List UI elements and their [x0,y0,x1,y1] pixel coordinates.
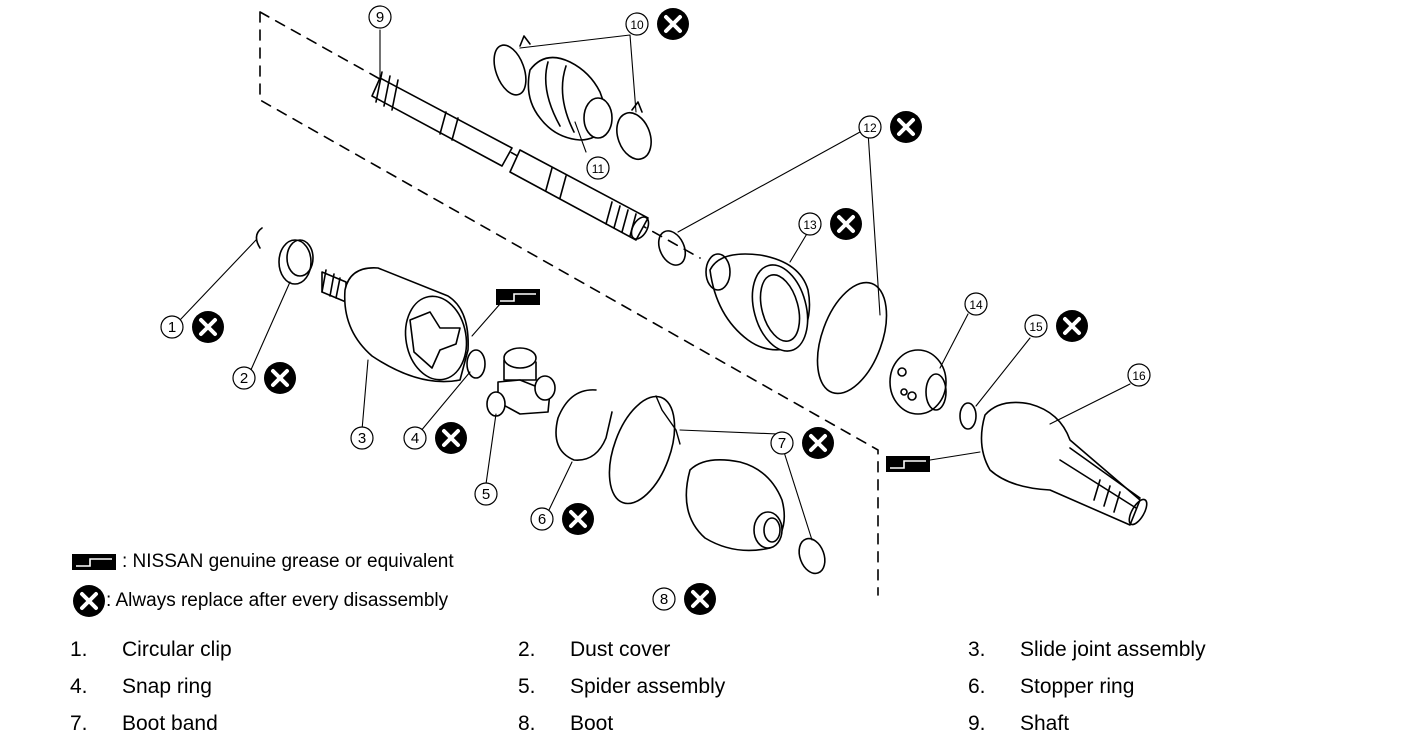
callout-8: 8 [652,583,716,615]
callout-15: 15 [1024,310,1088,342]
callout-10: 10 [625,8,689,40]
small-boot-kit [493,35,652,161]
replace-x-icon [562,503,594,535]
callout-number: 7 [778,435,786,452]
circular-clip-15 [959,402,977,430]
replace-x-icon [192,311,224,343]
replace-x-icon [890,111,922,143]
grease-icon [886,456,930,472]
callout-circle [474,482,498,506]
callout-circle [530,507,554,531]
callout-2: 2 [232,362,296,394]
callout-number: 12 [863,121,877,135]
callout-6: 6 [530,503,594,535]
stopper-ring-6 [555,389,613,461]
grease-icon [72,554,116,570]
callout-circle [798,212,822,236]
callout-number: 16 [1132,369,1146,383]
circular-clip-1 [255,227,263,249]
callout-5: 5 [474,482,498,506]
leader-lines [179,29,1131,541]
legend-replace-text: : Always replace after every disassembly [106,590,449,611]
callout-12: 12 [858,111,922,143]
callout-9: 9 [368,5,392,29]
callout-number: 11 [592,162,605,176]
replace-x-icon [802,427,834,459]
boot-8 [685,459,786,552]
replace-x-icon [684,583,716,615]
slide-joint-3 [321,267,469,383]
callout-number: 6 [538,511,546,528]
callout-3: 3 [350,426,374,450]
snap-ring-4 [466,349,486,379]
replace-x-icon [657,8,689,40]
small-boot-band-7 [798,537,826,575]
legend-replace: : Always replace after every disassembly [72,584,448,618]
callout-number: 5 [482,486,490,503]
callout-circle [1024,314,1048,338]
callout-circle [770,431,794,455]
callout-circle [350,426,374,450]
callout-number: 14 [969,298,983,312]
shaft-part [371,71,650,241]
replace-x-icon [435,422,467,454]
callout-circle [858,115,882,139]
grease-icon [496,289,540,305]
large-boot-band-12 [816,281,888,395]
callout-circle [652,587,676,611]
callout-1: 1 [160,311,224,343]
callout-circle [368,5,392,29]
callout-number: 13 [803,218,817,232]
replace-x-icon [73,585,105,617]
callout-circle [625,12,649,36]
large-boot-13 [705,253,811,352]
callout-16: 16 [1127,363,1151,387]
outer-joint-16 [980,401,1148,526]
callout-number: 8 [660,591,668,608]
callout-11: 11 [586,156,610,180]
replace-x-icon [264,362,296,394]
callout-number: 9 [376,9,384,26]
dust-cover-2 [278,239,314,285]
boot-band-7 [608,395,676,505]
legend-grease: : NISSAN genuine grease or equivalent [72,551,454,573]
legend-grease-text: : NISSAN genuine grease or equivalent [122,551,454,572]
parts-list: 1. Circular clip 2. Dust cover 3. Slide … [70,638,1206,735]
callout-circle [586,156,610,180]
callout-number: 15 [1029,320,1043,334]
replace-x-icon [830,208,862,240]
callout-number: 10 [630,18,644,32]
callout-4: 4 [403,422,467,454]
callout-7: 7 [770,427,834,459]
small-boot-band-12 [657,230,687,266]
callout-circle [160,315,184,339]
callout-number: 1 [168,319,176,336]
callout-14: 14 [964,292,988,316]
ball-cage-14 [889,349,947,415]
callout-circle [403,426,427,450]
callout-number: 4 [411,430,419,447]
callout-number: 2 [240,370,248,387]
spider-assembly-5 [486,347,556,417]
callout-13: 13 [798,208,862,240]
callout-number: 3 [358,430,366,447]
callout-circle [1127,363,1151,387]
replace-x-icon [1056,310,1088,342]
callout-circle [232,366,256,390]
callout-circle [964,292,988,316]
